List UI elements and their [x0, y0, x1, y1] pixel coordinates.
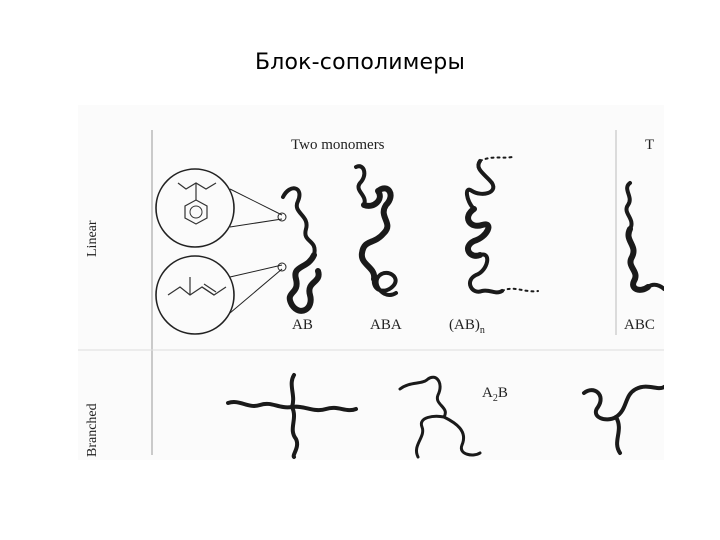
header-three-monomers-partial: T: [645, 137, 654, 153]
monomer-magnifier-top: [155, 168, 235, 248]
header-two-monomers: Two monomers: [291, 137, 385, 153]
label-ab: AB: [292, 317, 313, 333]
copolymer-figure: Two monomers T Linear Branched AB ABA: [78, 105, 664, 460]
label-abn: (AB)n: [449, 317, 485, 336]
chain-branched-star: [226, 373, 358, 459]
chain-ab: [281, 186, 322, 314]
copolymer-diagram: Two monomers T Linear Branched AB ABA: [78, 130, 664, 459]
chain-abc: [624, 181, 664, 293]
zoom-point-b: [277, 262, 287, 272]
chain-branched-partial: [582, 384, 664, 455]
row-label-linear: Linear: [85, 220, 100, 257]
slide-title: Блок-сополимеры: [254, 50, 466, 75]
label-a2b: A2B: [482, 385, 508, 404]
zoom-point-a: [277, 212, 287, 222]
monomer-magnifier-bottom: [155, 255, 235, 335]
chain-abn: [465, 156, 539, 295]
zoom-lines: [229, 188, 283, 314]
chain-branched-a2b: [398, 375, 482, 459]
label-aba: ABA: [370, 317, 402, 333]
row-label-branched: Branched: [85, 403, 100, 457]
label-abc-partial: ABC: [624, 317, 655, 333]
chain-aba: [354, 164, 398, 297]
